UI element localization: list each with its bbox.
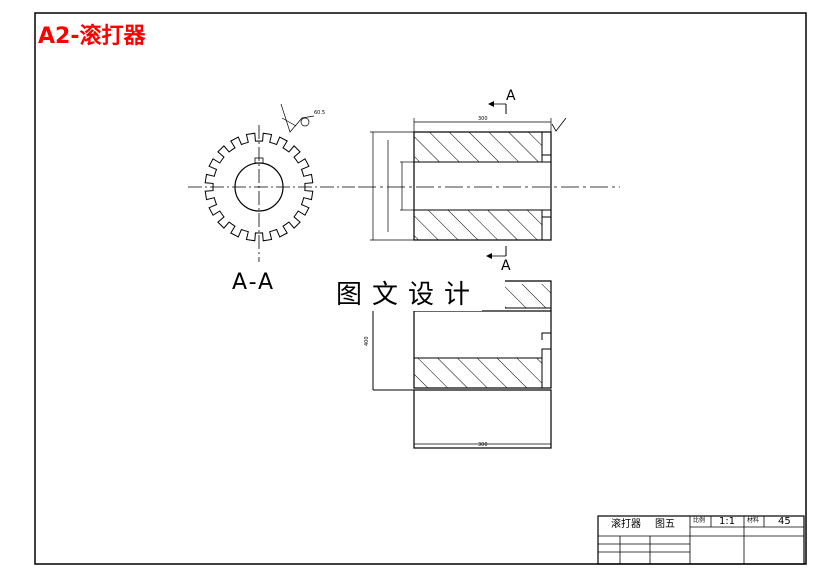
hatch-top — [413, 131, 543, 163]
lower-step-b — [541, 348, 551, 358]
keyway — [254, 157, 264, 164]
roughness-mark — [551, 117, 567, 132]
tb-scale-value: 1:1 — [719, 516, 736, 527]
gear-leader — [280, 103, 315, 133]
tb-part-name: 滚打器 — [611, 519, 641, 530]
lower-side-text: 400 — [364, 336, 370, 346]
lower-step — [541, 332, 551, 340]
lower-base — [413, 389, 552, 449]
gear-view — [188, 103, 355, 262]
tb-drawing-name: 图五 — [655, 519, 675, 530]
tb-weight-label: 材料 — [747, 517, 760, 524]
dim-top-text: 300 — [478, 116, 488, 122]
lower-base-text: 300 — [478, 442, 488, 448]
watermark: 图文设计 — [334, 274, 483, 311]
tb-outer — [597, 515, 805, 565]
right-step-b — [541, 210, 551, 218]
main-section-view — [358, 101, 620, 259]
gear-note-text: 60.5 — [314, 110, 325, 116]
cut-label-top: A — [506, 88, 516, 104]
cut-arrowhead-top — [488, 101, 494, 107]
lower-hatch-top — [505, 284, 551, 308]
lower-hatch-bottom — [413, 357, 543, 389]
cut-label-bottom: A — [501, 258, 511, 274]
right-step — [541, 154, 551, 162]
gear-note-circle — [300, 117, 310, 127]
tb-scale-label: 比例 — [693, 517, 706, 524]
gear-note-line — [281, 117, 297, 127]
lower-view — [372, 280, 552, 449]
cut-arrowhead-bot — [486, 253, 492, 259]
section-label: A-A — [232, 270, 276, 295]
sheet-border — [34, 12, 807, 565]
title-block — [597, 515, 805, 565]
sheet-title: A2-滚打器 — [38, 24, 146, 49]
hatch-bottom — [413, 209, 543, 241]
tb-material-value: 45 — [778, 516, 791, 527]
